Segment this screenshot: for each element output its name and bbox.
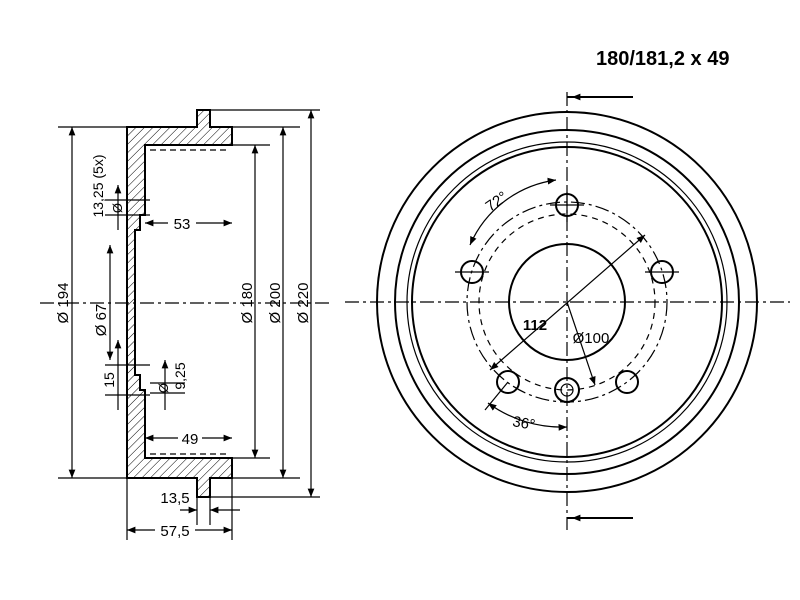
- ring-194: [406, 141, 728, 463]
- label-575: 57,5: [160, 523, 189, 540]
- side-section-view: Ø 194 Ø 67 13,25 (5x) Ø 53 15 Ø 9,25 49 …: [40, 109, 330, 540]
- label-36: 36°: [511, 413, 536, 434]
- label-53: 53: [174, 216, 191, 233]
- front-view: 72° 112 Ø100 36°: [345, 92, 790, 530]
- label-hole-symbol: Ø: [156, 383, 171, 393]
- label-d100: Ø100: [573, 330, 610, 347]
- threaded-hole: [554, 377, 580, 403]
- label-d194: Ø 194: [55, 283, 72, 324]
- label-bolt-hole-symbol: Ø: [110, 203, 125, 213]
- circle-d100: [478, 213, 656, 391]
- label-bolt-hole: 13,25 (5x): [90, 154, 106, 217]
- ring-180: [411, 146, 723, 458]
- bolt-hole-4: [496, 370, 520, 394]
- ring-200: [394, 129, 740, 475]
- label-d180: Ø 180: [239, 283, 256, 324]
- drum-size-title: 180/181,2 x 49: [596, 48, 730, 70]
- arc-36: [487, 402, 568, 431]
- label-925: 9,25: [172, 362, 188, 389]
- label-112: 112: [523, 317, 547, 334]
- label-72: 72°: [483, 188, 511, 215]
- bolt-hole-3: [615, 370, 639, 394]
- label-135: 13,5: [160, 490, 189, 507]
- label-d200: Ø 200: [267, 283, 284, 324]
- label-15: 15: [101, 372, 117, 388]
- label-d220: Ø 220: [295, 283, 312, 324]
- label-d67: Ø 67: [93, 304, 110, 337]
- arc-72: [469, 177, 557, 246]
- label-49: 49: [182, 431, 199, 448]
- ring-outer-220: [376, 111, 758, 493]
